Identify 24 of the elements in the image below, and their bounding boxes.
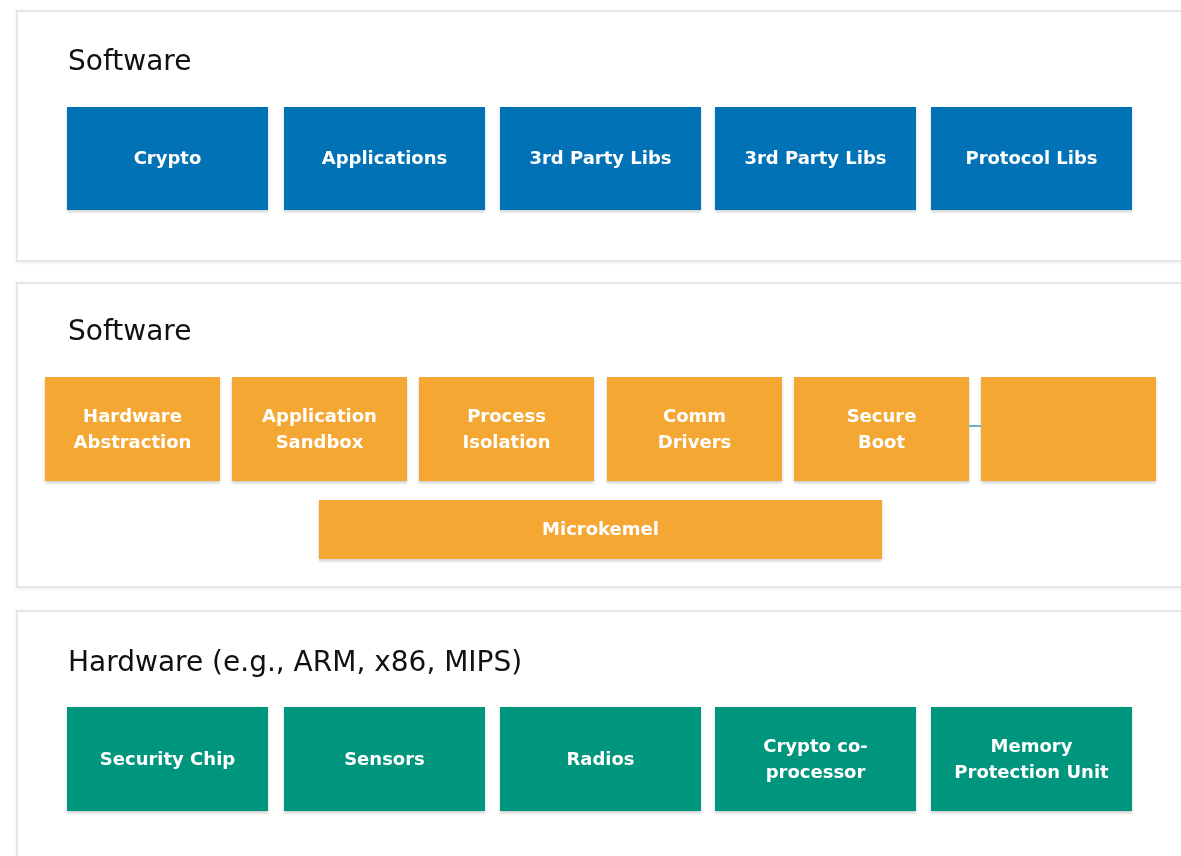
component-box: Sensors [284,707,485,811]
component-box: Radios [500,707,701,811]
component-box: Protocol Libs [931,107,1132,210]
component-box: Process Isolation [419,377,594,481]
layer-heading: Software [68,44,192,77]
layer-panel [16,610,1181,856]
component-box: 3rd Party Libs [500,107,701,210]
layer-panel [16,282,1181,588]
empty-box [981,377,1156,481]
component-box: Memory Protection Unit [931,707,1132,811]
component-box: Secure Boot [794,377,969,481]
component-box: Microkemel [319,500,882,559]
component-box: Comm Drivers [607,377,782,481]
layer-heading: Software [68,314,192,347]
layer-panel [16,10,1181,262]
component-box: 3rd Party Libs [715,107,916,210]
layer-heading: Hardware (e.g., ARM, x86, MIPS) [68,645,523,678]
component-box: Crypto [67,107,268,210]
component-box: Crypto co-processor [715,707,916,811]
component-box: Security Chip [67,707,268,811]
component-box: Hardware Abstraction [45,377,220,481]
connector-line [968,425,982,427]
component-box: Application Sandbox [232,377,407,481]
component-box: Applications [284,107,485,210]
